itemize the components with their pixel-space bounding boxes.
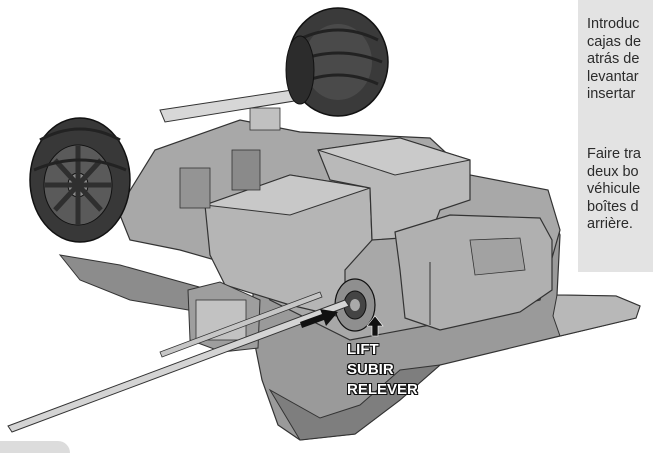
insert-arrow-icon <box>300 309 338 328</box>
front-wheel <box>29 117 131 243</box>
lift-label: LIFT SUBIR RELEVER <box>347 340 418 400</box>
tool-rod <box>7 299 350 433</box>
instruction-es-line: Introduc <box>587 16 640 32</box>
instruction-es-line: levantar <box>587 68 639 85</box>
rear-wheel <box>285 7 389 117</box>
instruction-fr-line: boîtes d <box>587 198 639 215</box>
lift-label-en: LIFT <box>347 341 379 358</box>
instruction-es-line: cajas de <box>587 33 642 50</box>
instruction-es-line: atrás de <box>587 51 640 67</box>
instruction-es-line: insertar <box>587 86 636 102</box>
instruction-text-fr: Faire tra deux bo véhicule boîtes d arri… <box>587 146 641 234</box>
instruction-fr-line: deux bo <box>587 163 639 180</box>
lift-arrow-icon <box>366 315 384 337</box>
lift-label-fr: RELEVER <box>347 381 418 398</box>
instruction-callout <box>578 0 653 272</box>
instruction-fr-line: Faire tra <box>587 146 641 162</box>
instruction-text-es: Introduc cajas de atrás de levantar inse… <box>587 16 641 104</box>
lift-label-es: SUBIR <box>347 361 394 378</box>
instruction-fr-line: véhicule <box>587 181 641 197</box>
instruction-fr-line: arrière. <box>587 216 633 232</box>
page-corner-tab <box>0 441 70 453</box>
